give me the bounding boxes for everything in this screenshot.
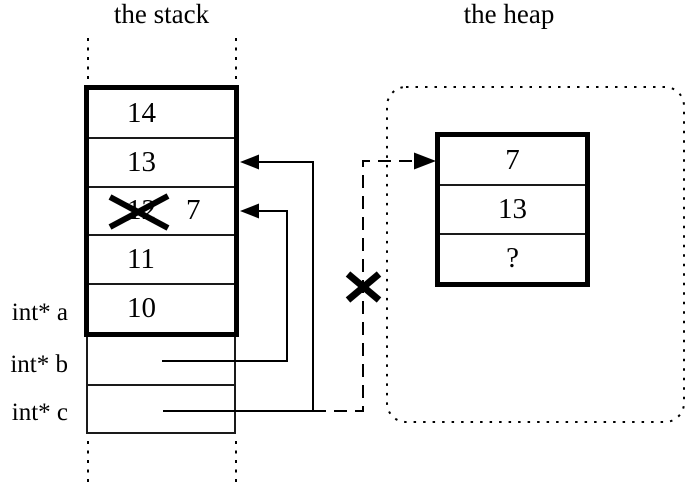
- heap-title: the heap: [463, 0, 555, 29]
- dangling-heap-pointer-arrow: [313, 152, 436, 412]
- heap-cell-value: 7: [505, 144, 520, 176]
- stack-box: 14 13 12 7 11 10: [84, 85, 239, 337]
- pointer-label-b: int* b: [10, 351, 68, 378]
- stack-cell-overwritten: 12 7: [89, 188, 234, 237]
- heap-cell: ?: [440, 235, 585, 282]
- replacement-value: 7: [186, 194, 201, 227]
- arrowhead-icon: [240, 154, 259, 170]
- stack-cell-value: 14: [127, 96, 156, 129]
- stack-cell: 11: [89, 236, 234, 286]
- stack-title: the stack: [113, 0, 210, 29]
- heap-box: 7 13 ?: [435, 132, 590, 287]
- stack-cell-value: 11: [127, 243, 155, 276]
- heap-cell-value: 13: [498, 193, 527, 225]
- pointer-label-a: int* a: [11, 299, 68, 326]
- pointer-label-c: int* c: [11, 399, 68, 426]
- stack-cell-value: 13: [127, 145, 156, 178]
- stack-cell: 14: [89, 90, 234, 139]
- pointer-variable-cells: [86, 337, 236, 434]
- stack-cell: 10: [89, 285, 234, 332]
- stack-cell-value: 10: [127, 292, 156, 325]
- heap-cell: 7: [440, 137, 585, 186]
- severed-pointer-x-icon: [345, 271, 382, 303]
- heap-cell: 13: [440, 186, 585, 235]
- pointer-cell-c: [88, 386, 234, 433]
- heap-cell-value: ?: [506, 242, 519, 274]
- crossed-out-value: 12: [127, 194, 156, 227]
- arrowhead-icon: [414, 152, 436, 170]
- stack-cell: 13: [89, 139, 234, 188]
- arrowhead-icon: [240, 203, 259, 219]
- pointer-cell-b: [88, 337, 234, 386]
